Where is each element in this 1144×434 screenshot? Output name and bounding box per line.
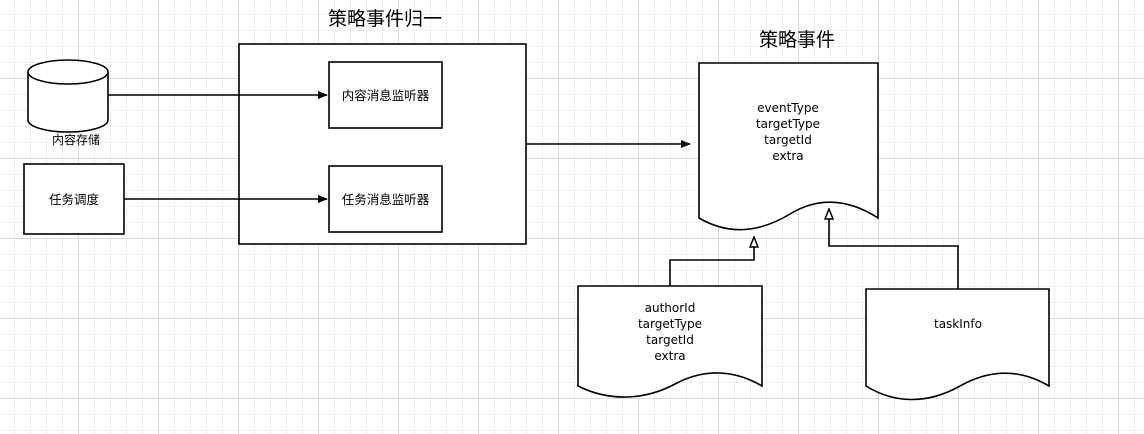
content-storage-database[interactable]: 内容存储	[27, 59, 109, 147]
event-doc-line: eventType	[757, 101, 819, 115]
event-title: 策略事件	[759, 29, 835, 51]
content-doc-line: targetId	[646, 333, 694, 347]
content-doc-line: authorId	[645, 301, 696, 315]
task-listener-node[interactable]: 任务消息监听器	[328, 165, 443, 233]
content-listener-node[interactable]: 内容消息监听器	[328, 61, 443, 129]
content-event-document[interactable]: authorId targetType targetId extra	[577, 285, 763, 398]
task-doc-line: taskInfo	[934, 317, 982, 331]
event-doc-line: targetId	[764, 133, 812, 147]
strategy-event-document[interactable]: eventType targetType targetId extra	[698, 62, 879, 231]
task-doc-to-event-connector[interactable]	[829, 209, 959, 289]
event-doc-line: extra	[772, 149, 803, 163]
content-storage-label: 内容存储	[52, 132, 100, 147]
content-doc-line: targetType	[638, 317, 702, 331]
group-title: 策略事件归一	[328, 8, 442, 30]
task-scheduler-label: 任务调度	[49, 192, 100, 207]
content-doc-line: extra	[654, 349, 685, 363]
content-doc-to-event-connector[interactable]	[669, 237, 754, 286]
event-doc-line: targetType	[756, 117, 820, 131]
task-listener-label: 任务消息监听器	[342, 192, 430, 207]
content-listener-label: 内容消息监听器	[342, 88, 430, 103]
task-info-document[interactable]: taskInfo	[865, 288, 1050, 401]
task-scheduler-node[interactable]: 任务调度	[23, 163, 125, 235]
